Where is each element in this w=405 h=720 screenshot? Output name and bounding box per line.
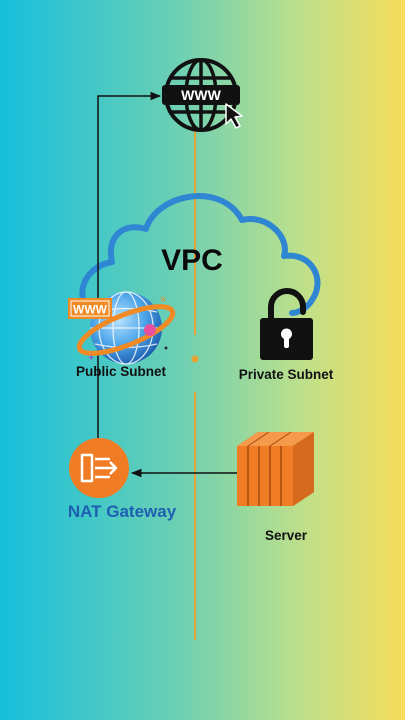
www-text: WWW xyxy=(181,87,221,103)
svg-text:×: × xyxy=(160,294,166,306)
private-subnet-label: Private Subnet xyxy=(238,367,334,382)
connector-nat-to-internet xyxy=(97,91,162,438)
vpc-cloud-outline xyxy=(79,193,321,316)
svg-text:+: + xyxy=(88,352,94,364)
server-label: Server xyxy=(264,528,308,543)
public-subnet-sign-text: WWW xyxy=(73,303,108,317)
vpc-title: VPC xyxy=(161,244,223,277)
divider-line xyxy=(191,130,199,640)
public-subnet-label: Public Subnet xyxy=(75,364,167,379)
public-subnet-globe-icon: WWW × + xyxy=(68,291,176,365)
nat-gateway-label: NAT Gateway xyxy=(67,502,177,521)
ec2-server-icon xyxy=(237,431,314,506)
cursor-icon xyxy=(225,103,243,129)
nat-gateway-icon xyxy=(69,438,129,498)
internet-globe-icon: WWW xyxy=(162,58,243,132)
padlock-icon xyxy=(260,288,313,360)
